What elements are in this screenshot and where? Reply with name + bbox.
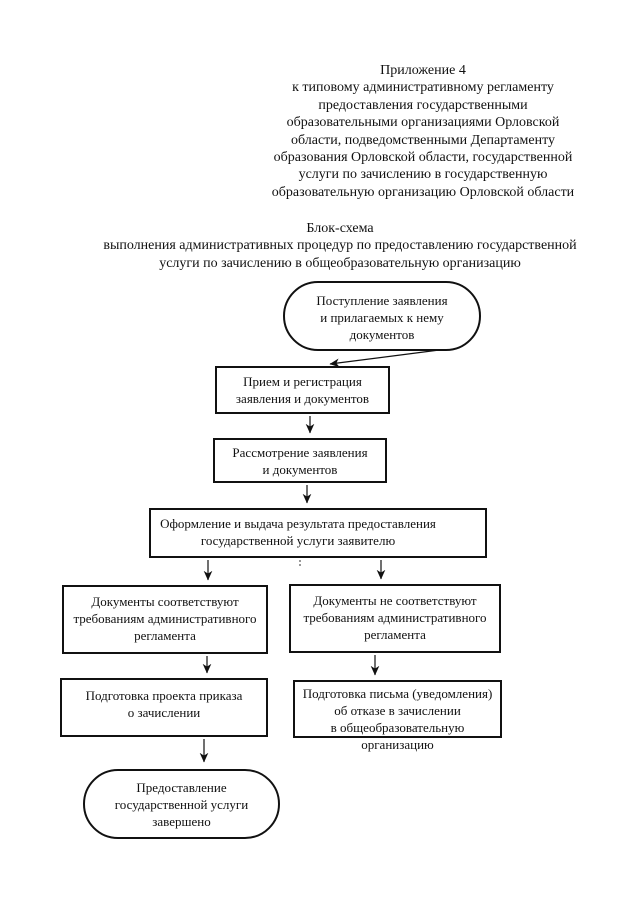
node-line: и прилагаемых к нему (320, 310, 444, 325)
header-line: образования Орловской области, государст… (273, 150, 573, 166)
header-line: предоставления государственными (318, 97, 528, 113)
node-line: Оформление и выдача результата предостав… (160, 516, 436, 531)
header-line: области, подведомственными Департаменту (290, 132, 556, 148)
node-line: и документов (262, 462, 338, 477)
node-line: Подготовка проекта приказа (85, 688, 243, 703)
node-line: Документы соответствуют (91, 594, 239, 609)
node-line: Подготовка письма (уведомления) (302, 686, 493, 701)
flow-node-reception: Прием и регистрация заявления и документ… (215, 366, 390, 414)
node-line: об отказе в зачислении (334, 703, 461, 718)
header-line: образовательными организациями Орловской (286, 115, 560, 131)
node-line: Предоставление (136, 780, 227, 795)
flow-node-refusal-letter: Подготовка письма (уведомления) об отказ… (293, 680, 502, 752)
node-line: в общеобразовательную организацию (330, 720, 465, 752)
flow-node-issue-result: Оформление и выдача результата предостав… (149, 508, 487, 558)
node-line: заявления и документов (235, 391, 370, 406)
node-line: Рассмотрение заявления (232, 445, 368, 460)
flow-node-start: Поступление заявления и прилагаемых к не… (283, 281, 481, 351)
title-line: услуги по зачислению в общеобразовательн… (159, 255, 521, 271)
node-line: регламента (364, 627, 426, 642)
node-line: Поступление заявления (316, 293, 448, 308)
arrow-start-to-reception (329, 348, 448, 368)
flow-node-end: Предоставление государственной услуги за… (83, 769, 280, 839)
node-line: Документы не соответствуют (313, 593, 477, 608)
header-line: к типовому административному регламенту (292, 80, 554, 96)
header-line: Приложение 4 (380, 63, 466, 78)
flow-node-review: Рассмотрение заявления и документов (213, 438, 387, 483)
node-line: завершено (152, 814, 211, 829)
flow-node-order-draft: Подготовка проекта приказа о зачислении (60, 678, 268, 737)
node-line: государственной услуги (114, 797, 249, 812)
flow-node-docs-match: Документы соответствуют требованиям адми… (62, 585, 268, 654)
title-line: Блок-схема (306, 221, 374, 236)
node-line: Прием и регистрация (243, 374, 362, 389)
node-line: документов (349, 327, 415, 342)
node-line: государственной услуги заявителю (200, 533, 396, 548)
node-line: регламента (134, 628, 196, 643)
flow-node-docs-mismatch: Документы не соответствуют требованиям а… (289, 584, 501, 653)
header-line: образовательную организацию Орловской об… (271, 184, 575, 200)
title-line: выполнения административных процедур по … (103, 238, 577, 254)
appendix-header: Приложение 4 к типовому административном… (253, 62, 593, 201)
node-line: требованиям административного (73, 611, 257, 626)
node-line: о зачислении (127, 705, 201, 720)
scheme-title: Блок-схема выполнения административных п… (30, 220, 640, 272)
header-line: услуги по зачислению в государственную (298, 167, 548, 183)
node-line: требованиям административного (303, 610, 487, 625)
